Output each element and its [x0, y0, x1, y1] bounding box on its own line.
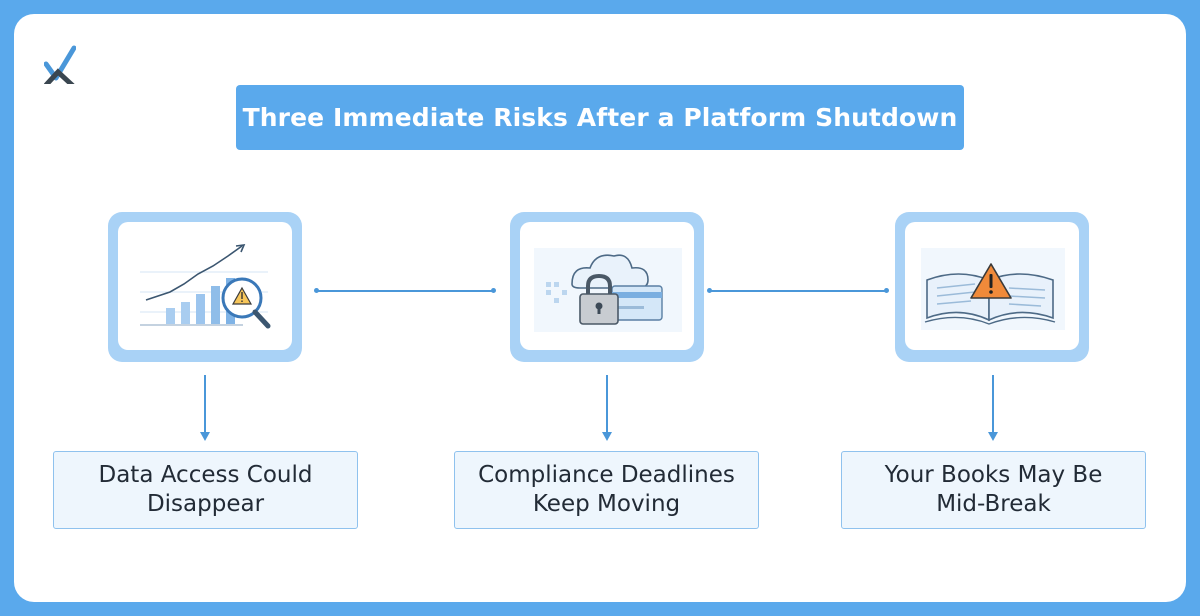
risk-label-box-2: Compliance Deadlines Keep Moving [454, 451, 759, 529]
connector-2-3 [707, 286, 889, 294]
risk-image-frame-3 [895, 212, 1089, 362]
x-check-logo-icon [43, 44, 77, 88]
cloud-lock-card-icon [534, 248, 682, 332]
page-title: Three Immediate Risks After a Platform S… [242, 103, 958, 132]
risk-label-books: Your Books May Be Mid-Break [884, 462, 1103, 517]
chart-magnifier-warning-icon [140, 244, 271, 329]
connector-1-2 [314, 286, 496, 294]
down-arrow-icon [987, 375, 999, 441]
risk-label-box-1: Data Access Could Disappear [53, 451, 358, 529]
down-arrow-icon [199, 375, 211, 441]
title-banner: Three Immediate Risks After a Platform S… [236, 85, 964, 150]
risk-label-box-3: Your Books May Be Mid-Break [841, 451, 1146, 529]
open-book-warning-icon [921, 248, 1065, 330]
risk-image-frame-1 [108, 212, 302, 362]
risk-label-data-access: Data Access Could Disappear [98, 462, 313, 517]
risk-image-frame-2 [510, 212, 704, 362]
risk-label-compliance: Compliance Deadlines Keep Moving [478, 462, 735, 517]
down-arrow-icon [601, 375, 613, 441]
